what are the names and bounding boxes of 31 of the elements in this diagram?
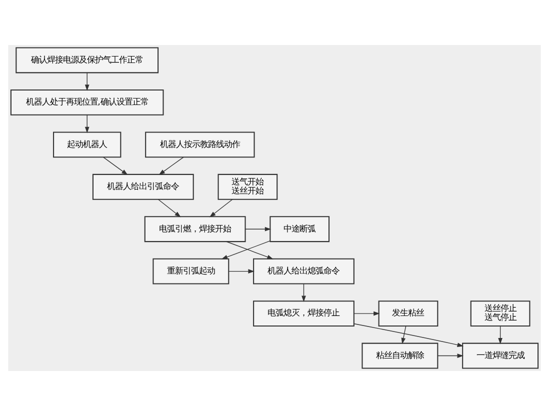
node-box: 粘丝自动解除 [362,342,438,369]
arrow [84,114,90,134]
arrow [102,156,128,176]
arrow [226,241,274,260]
node-box: 一道焊缝完成 [462,342,539,369]
node-box: 送丝停止 送气停止 [470,300,530,327]
node-box: 发生粘丝 [378,300,438,327]
arrow [221,240,270,260]
node-box: 电弧熄灭，焊接停止 [253,300,354,327]
arrow [84,72,90,91]
node-box: 起动机器人 [53,132,122,158]
arrow [354,323,464,347]
node-box: 机器人处于再现位置,确认设置正常 [10,89,164,116]
arrow [158,156,184,176]
node-box: 中途断弧 [270,216,330,242]
arrow [158,199,181,218]
arrow [354,311,380,316]
node-box: 机器人按示教路线动作 [145,132,255,158]
arrow [498,326,502,344]
arrow [244,226,272,232]
arrow [302,284,306,302]
node-box: 重新引弧起动 [152,258,230,284]
node-box: 确认焊接电源及保护气工作正常 [16,47,159,74]
arrow [209,199,233,218]
arrow [401,326,406,344]
node-box: 送气开始 送丝开始 [218,174,278,200]
node-box: 机器人给出引弧命令 [92,174,194,200]
node-box: 机器人给出熄弧命令 [253,258,354,284]
node-box: 电弧引燃，焊接开始 [144,216,246,242]
arrow [437,354,464,358]
arrow [228,269,254,274]
